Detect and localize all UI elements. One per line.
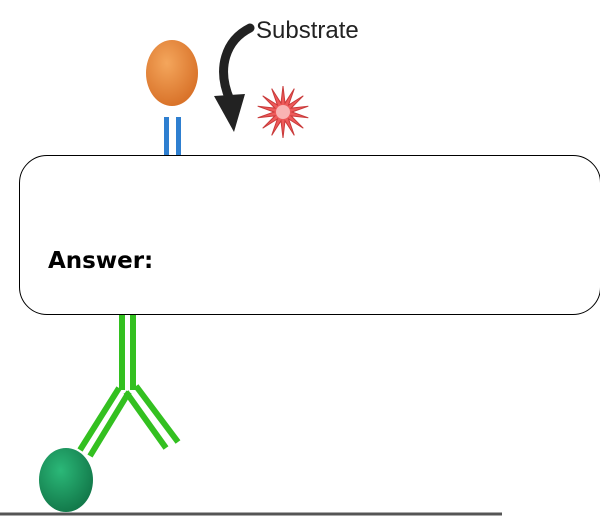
substrate-star bbox=[257, 85, 309, 139]
arrow-head bbox=[214, 94, 245, 132]
answer-box[interactable]: Answer: bbox=[19, 155, 600, 315]
substrate-star-core bbox=[276, 105, 290, 119]
substrate-label: Substrate bbox=[256, 17, 359, 44]
curved-arrow bbox=[219, 23, 255, 105]
secondary-antibody-linker bbox=[164, 117, 181, 157]
answer-label: Answer: bbox=[48, 248, 154, 274]
antigen-circle bbox=[39, 448, 93, 512]
enzyme-circle bbox=[146, 40, 198, 106]
primary-antibody bbox=[77, 312, 181, 458]
